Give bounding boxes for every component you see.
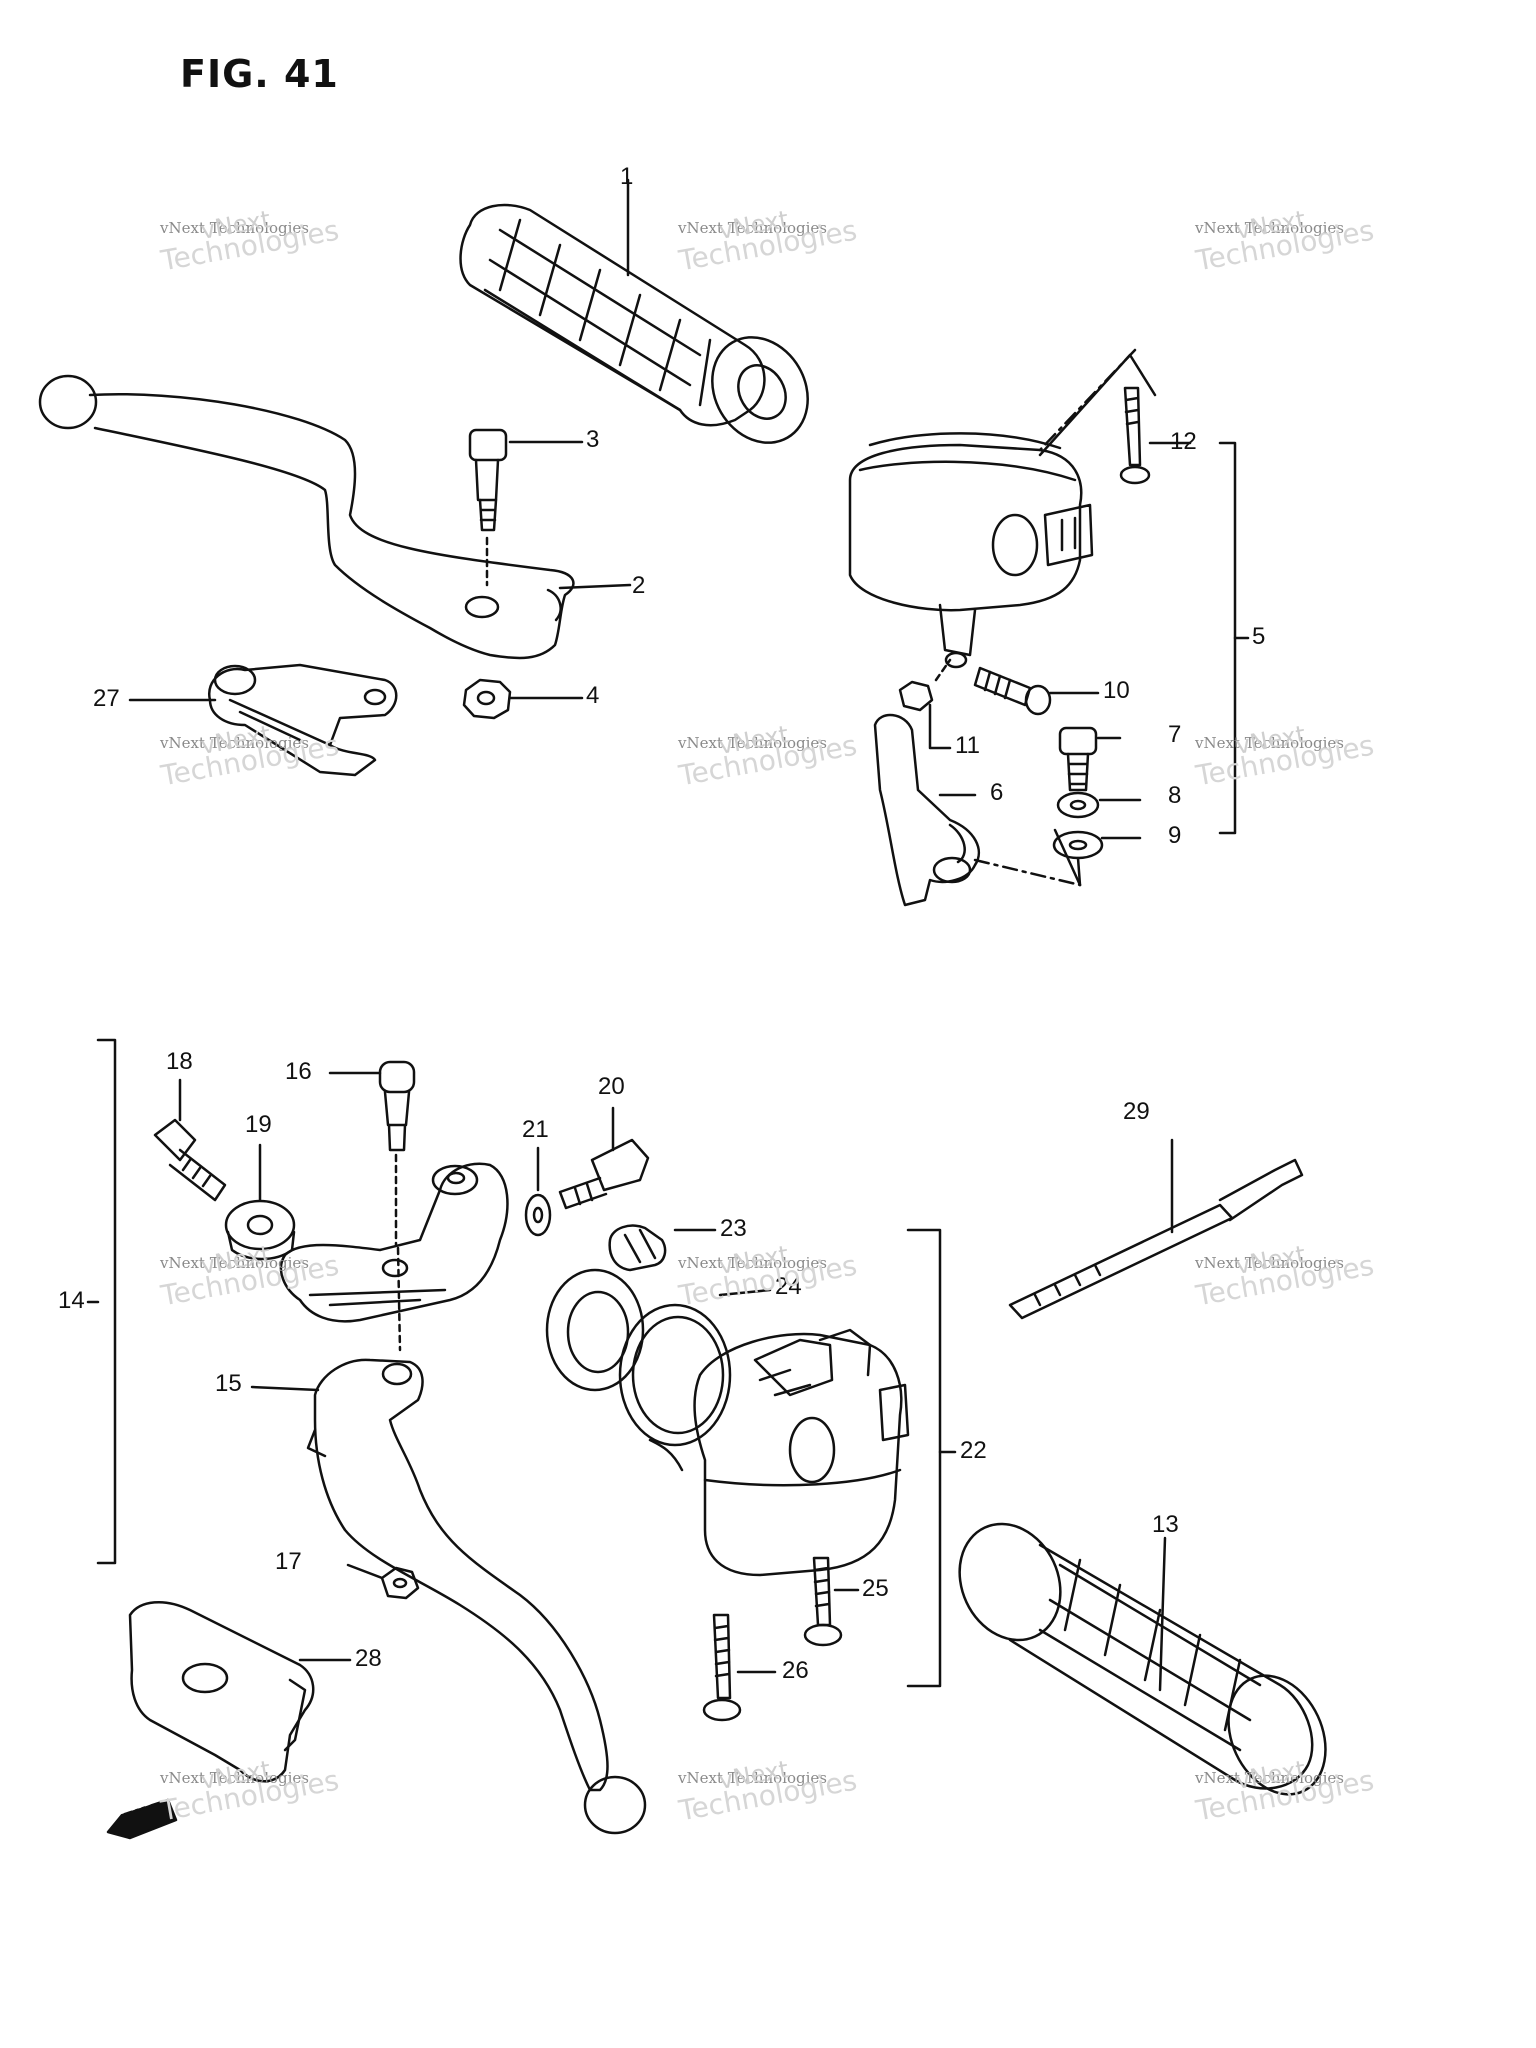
grip-left-part-1 <box>459 203 809 444</box>
callout-28: 28 <box>355 1645 382 1672</box>
washer-part-8 <box>1056 791 1100 819</box>
callout-15: 15 <box>215 1370 242 1397</box>
callout-1: 1 <box>620 163 634 190</box>
callout-21: 21 <box>522 1116 549 1143</box>
washer-part-21 <box>524 1193 552 1237</box>
callout-11: 11 <box>955 732 980 759</box>
rings-part-24 <box>545 1268 732 1447</box>
adjuster-bolt-part-18 <box>153 1118 227 1202</box>
pivot-bolt-part-16 <box>378 1060 416 1247</box>
bolt-part-7 <box>1058 726 1098 792</box>
nut-part-11 <box>898 680 934 712</box>
callout-24: 24 <box>775 1273 802 1300</box>
callout-19: 19 <box>245 1111 272 1138</box>
screw-part-10 <box>973 666 1052 716</box>
callout-5: 5 <box>1252 623 1266 650</box>
callout-25: 25 <box>862 1575 889 1602</box>
callout-23: 23 <box>720 1215 747 1242</box>
adjuster-nut-part-19 <box>224 1199 296 1261</box>
callout-16: 16 <box>285 1058 312 1085</box>
screw-part-12 <box>1119 386 1151 485</box>
brake-lever-part-2 <box>38 374 575 660</box>
callout-4: 4 <box>586 682 600 709</box>
callout-8: 8 <box>1168 782 1182 809</box>
callout-6: 6 <box>990 779 1004 806</box>
callout-2: 2 <box>632 572 646 599</box>
callout-18: 18 <box>166 1048 193 1075</box>
lever-bracket-part-27 <box>207 663 398 777</box>
grip-right-part-13 <box>958 1522 1327 1796</box>
nut-part-17 <box>380 1566 420 1600</box>
switch-assembly-part-22 <box>648 1328 910 1577</box>
callout-3: 3 <box>586 426 600 453</box>
clutch-lever-part-15 <box>306 1358 647 1835</box>
callout-29: 29 <box>1123 1098 1150 1125</box>
callout-27: 27 <box>93 685 120 712</box>
callout-14: 14 <box>58 1287 85 1314</box>
cable-adjuster-part-23 <box>608 1224 667 1272</box>
lever-cover-part-28 <box>128 1600 315 1783</box>
callout-13: 13 <box>1152 1511 1179 1538</box>
callout-22: 22 <box>960 1437 987 1464</box>
switch-housing-part-5 <box>848 353 1157 669</box>
callout-9: 9 <box>1168 822 1182 849</box>
throttle-lever-part-6 <box>873 713 981 907</box>
pivot-bolt-part-3 <box>468 428 508 587</box>
cable-tie-part-29 <box>1008 1158 1304 1320</box>
screw-part-26 <box>702 1613 742 1722</box>
callout-17: 17 <box>275 1548 302 1575</box>
lever-holder-part-14 <box>279 1162 509 1323</box>
callout-7: 7 <box>1168 721 1182 748</box>
fwd-arrow-icon <box>106 1798 178 1840</box>
nut-part-4 <box>462 678 512 720</box>
callout-10: 10 <box>1103 677 1130 704</box>
callout-12: 12 <box>1170 428 1197 455</box>
callout-20: 20 <box>598 1073 625 1100</box>
figure-title: FIG. 41 <box>180 52 339 96</box>
screw-part-25 <box>803 1556 843 1647</box>
bolt-part-20 <box>558 1138 650 1210</box>
callout-26: 26 <box>782 1657 809 1684</box>
